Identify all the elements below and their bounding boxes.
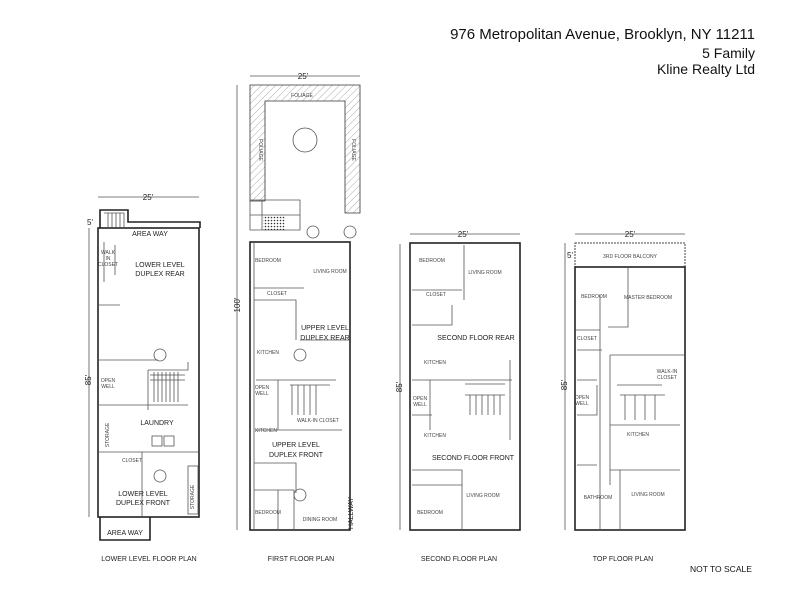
room-label: FOLIAGE <box>291 93 313 99</box>
room-label: OPEN <box>413 396 428 402</box>
room-label: WELL <box>575 401 589 407</box>
room-label: OPEN <box>101 378 116 384</box>
lower-level-caption: LOWER LEVEL FLOOR PLAN <box>101 556 196 563</box>
top-depth-dim: 85' <box>560 379 569 390</box>
top-width-dim: 25' <box>625 230 636 239</box>
room-label: WALK <box>101 250 116 256</box>
address-title: 976 Metropolitan Avenue, Brooklyn, NY 11… <box>450 26 755 43</box>
room-label: LIVING ROOM <box>313 269 346 275</box>
room-label: 3RD FLOOR BALCONY <box>603 254 658 260</box>
room-label: DUPLEX REAR <box>135 271 184 278</box>
room-label: LIVING ROOM <box>468 270 501 276</box>
first-floor-plan: 25' 100' FOLIAGE FOLIAGE FOLIAGE BEDROOM… <box>233 72 361 563</box>
room-label: SECOND FLOOR FRONT <box>432 455 515 462</box>
second-width-dim: 25' <box>458 230 469 239</box>
room-label: DUPLEX REAR <box>300 335 349 342</box>
room-label: DUPLEX FRONT <box>116 500 171 507</box>
room-label: OPEN <box>255 385 270 391</box>
room-label: SECOND FLOOR REAR <box>437 335 514 342</box>
first-floor-caption: FIRST FLOOR PLAN <box>268 556 334 563</box>
second-depth-dim: 85' <box>395 381 404 392</box>
room-label: FOLIAGE <box>350 139 356 161</box>
top-balcony-dim: 5' <box>567 251 573 260</box>
room-label: IN <box>106 256 111 262</box>
lower-areaway-dim: 5' <box>87 218 93 227</box>
room-label: STORAGE <box>105 422 111 447</box>
room-label: DINING ROOM <box>303 517 337 523</box>
first-width-dim: 25' <box>298 72 309 81</box>
room-label: KITCHEN <box>424 433 446 439</box>
room-label: BEDROOM <box>419 258 445 264</box>
room-label: KITCHEN <box>255 428 277 434</box>
room-label: BATHROOM <box>584 495 613 501</box>
room-label: CLOSET <box>122 458 142 464</box>
room-label: KITCHEN <box>257 350 279 356</box>
company-name: Kline Realty Ltd <box>656 61 755 77</box>
not-to-scale-note: NOT TO SCALE <box>690 564 752 574</box>
second-floor-caption: SECOND FLOOR PLAN <box>421 556 497 563</box>
room-label: FOLIAGE <box>257 139 263 161</box>
room-label: WELL <box>101 384 115 390</box>
room-label: BEDROOM <box>417 510 443 516</box>
room-label: LAUNDRY <box>140 420 174 427</box>
room-label: CLOSET <box>267 291 287 297</box>
room-label: BEDROOM <box>581 294 607 300</box>
top-floor-plan: 25' 85' 5' 3RD FLOOR BALCONY BEDROOM MAS… <box>560 230 686 563</box>
second-floor-plan: 25' 85' BEDROOM LIVING ROOM CLOSET SECON… <box>395 230 521 563</box>
top-floor-caption: TOP FLOOR PLAN <box>593 556 653 563</box>
room-label: CLOSET <box>577 336 597 342</box>
lower-depth-dim: 85' <box>84 374 93 385</box>
property-type: 5 Family <box>702 45 755 61</box>
room-label: LIVING ROOM <box>466 493 499 499</box>
room-label: WELL <box>413 402 427 408</box>
room-label: STORAGE <box>190 484 196 509</box>
room-label: WALK-IN <box>657 369 678 375</box>
room-label: OPEN <box>575 395 590 401</box>
room-label: BEDROOM <box>255 510 281 516</box>
room-label: BEDROOM <box>255 258 281 264</box>
room-label: DUPLEX FRONT <box>269 452 324 459</box>
room-label: UPPER LEVEL <box>272 442 320 449</box>
room-label: AREA WAY <box>107 530 143 537</box>
room-label: HALLWAY <box>348 497 355 529</box>
room-label: KITCHEN <box>627 432 649 438</box>
lower-width-dim: 25' <box>143 193 154 202</box>
room-label: WELL <box>255 391 269 397</box>
room-label: UPPER LEVEL <box>301 325 349 332</box>
room-label: KITCHEN <box>424 360 446 366</box>
room-label: MASTER BEDROOM <box>624 295 672 301</box>
room-label: CLOSET <box>98 262 118 268</box>
room-label: AREA WAY <box>132 231 168 238</box>
first-depth-dim: 100' <box>233 297 242 312</box>
room-label: CLOSET <box>657 375 677 381</box>
room-label: LOWER LEVEL <box>135 262 185 269</box>
lower-level-plan: 25' 85' 5' AREA WAY WALK IN CLOSET LOWER… <box>84 193 201 563</box>
room-label: CLOSET <box>426 292 446 298</box>
room-label: LOWER LEVEL <box>118 491 168 498</box>
room-label: LIVING ROOM <box>631 492 664 498</box>
room-label: WALK-IN CLOSET <box>297 418 339 424</box>
